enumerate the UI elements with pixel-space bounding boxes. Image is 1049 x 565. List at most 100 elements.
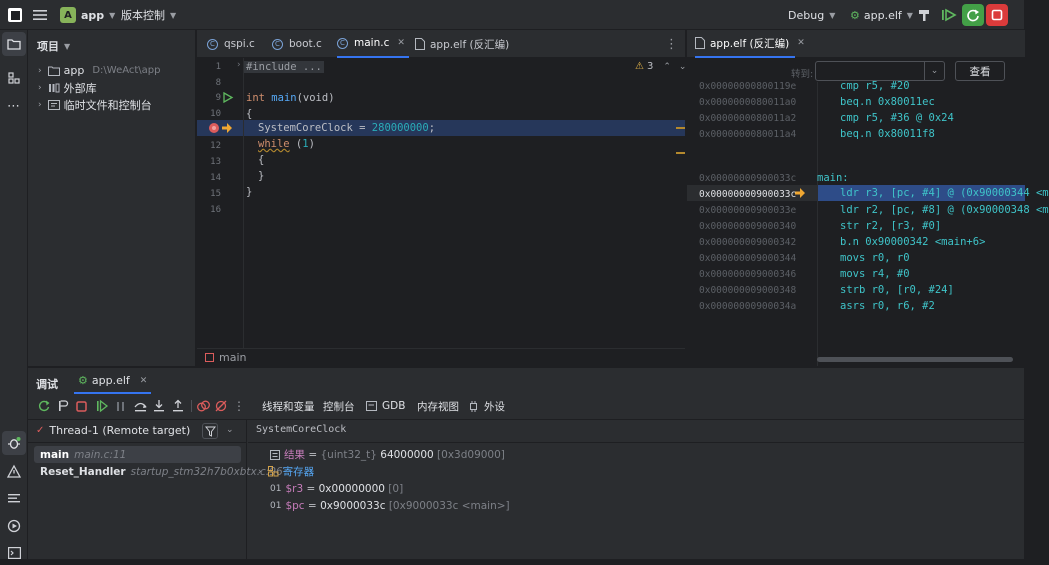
mute-breakpoints-icon[interactable] xyxy=(213,398,229,414)
debug-tool-window: 调试 ⚙ app.elf ✕ ⋮ 线程和变量 控制台 GDB 内存视图 外设 xyxy=(28,367,1024,560)
stack-frame-reset-handler[interactable]: Reset_Handler startup_stm32h7b0xbtx.c:96 xyxy=(40,463,283,480)
reset-icon[interactable] xyxy=(55,398,71,414)
stop-icon[interactable] xyxy=(986,4,1008,26)
disasm-address: 0x000000009000346 xyxy=(699,269,797,280)
variable-eq: = xyxy=(304,499,321,512)
terminal-icon[interactable] xyxy=(2,541,26,565)
step-over-icon[interactable] xyxy=(132,398,148,414)
problems-icon[interactable] xyxy=(2,459,26,483)
disasm-instruction: movs r4, #0 xyxy=(840,268,910,280)
watch-expression-input[interactable]: SystemCoreClock xyxy=(256,424,347,435)
filter-icon[interactable] xyxy=(202,423,218,439)
tab-disasm-view[interactable]: app.elf (反汇编) ✕ xyxy=(695,30,805,58)
disasm-address: 0x000000009000344 xyxy=(699,253,797,264)
variable-name: $r3 xyxy=(285,482,304,495)
goto-button[interactable]: 查看 xyxy=(955,61,1005,81)
warning-icon: ⚠ xyxy=(635,61,644,72)
view-breakpoints-icon[interactable] xyxy=(195,398,211,414)
check-icon: ✓ xyxy=(36,425,45,436)
project-badge: A xyxy=(60,7,76,23)
chevron-down-icon[interactable]: ⌄ xyxy=(924,62,944,80)
code-line-13[interactable]: { xyxy=(258,154,265,166)
subtab-peripherals[interactable]: 外设 xyxy=(468,394,505,418)
run-config-selector[interactable]: Debug ▼ xyxy=(788,0,835,30)
code-line-12[interactable]: while (1) xyxy=(258,138,315,150)
target-selector[interactable]: ⚙ app.elf ▼ xyxy=(850,0,913,30)
disasm-address: 0x0000000080011a2 xyxy=(699,113,797,124)
tree-item-app[interactable]: › app D:\WeAct\app xyxy=(38,62,161,79)
goto-address-input[interactable]: ⌄ xyxy=(815,61,945,81)
variable-row-registers[interactable]: › 寄存器 xyxy=(258,463,314,480)
code-line-11[interactable]: SystemCoreClock = 280000000; xyxy=(258,122,435,134)
close-icon[interactable]: ✕ xyxy=(797,38,805,48)
breadcrumb-item[interactable]: main xyxy=(219,351,247,364)
chip-icon xyxy=(468,400,479,412)
variables-pane: SystemCoreClock 结果 = {uint32_t} 64000000… xyxy=(248,420,1024,560)
subtab-threads-variables[interactable]: 线程和变量 xyxy=(262,394,315,418)
subtab-label: 控制台 xyxy=(323,400,355,413)
project-panel-header[interactable]: 项目 ▼ xyxy=(37,38,70,54)
disasm-instruction: beq.n 0x80011f8 xyxy=(840,128,935,140)
frame-location: main.c:11 xyxy=(74,448,127,461)
tree-item-external-libs[interactable]: › 外部库 xyxy=(38,79,97,96)
resume-icon[interactable] xyxy=(94,398,110,414)
chevron-down-icon: ▼ xyxy=(170,10,177,20)
debug-run-icon[interactable] xyxy=(941,0,957,30)
more-icon[interactable]: ⋮ xyxy=(665,36,678,52)
subtab-memory-view[interactable]: 内存视图 xyxy=(417,394,459,418)
vcs-menu[interactable]: 版本控制 ▼ xyxy=(121,0,176,30)
project-selector[interactable]: A app ▼ xyxy=(60,0,115,30)
horizontal-scrollbar[interactable] xyxy=(817,357,1013,362)
more-icon[interactable]: ⋯ xyxy=(7,98,21,114)
variable-row-r3[interactable]: 01 $r3 = 0x00000000 [0] xyxy=(270,480,403,497)
pause-icon[interactable] xyxy=(113,398,129,414)
tab-disassembly[interactable]: app.elf (反汇编) xyxy=(415,30,509,58)
subtab-gdb[interactable]: GDB xyxy=(366,394,405,418)
tab-qspi[interactable]: C qspi.c xyxy=(207,30,255,58)
fold-icon[interactable]: › xyxy=(237,60,241,70)
warning-stripe[interactable] xyxy=(676,127,685,129)
step-into-icon[interactable] xyxy=(151,398,167,414)
more-icon[interactable]: ⋮ xyxy=(233,399,245,413)
chevron-up-icon[interactable]: ⌃ xyxy=(663,61,671,72)
close-icon[interactable]: ✕ xyxy=(139,375,148,386)
folder-icon[interactable] xyxy=(2,32,26,56)
restart-icon[interactable] xyxy=(962,4,984,26)
todo-icon[interactable] xyxy=(2,486,26,510)
stop-icon[interactable] xyxy=(73,398,89,414)
tree-item-scratches[interactable]: › 临时文件和控制台 xyxy=(38,96,152,113)
breakpoint-icon[interactable] xyxy=(208,122,220,134)
variable-type: {uint32_t} xyxy=(320,448,381,461)
inspection-widget[interactable]: ⚠ 3 ⌃ ⌄ xyxy=(635,61,686,72)
chevron-down-icon[interactable]: ⌄ xyxy=(226,425,234,435)
variable-row-result[interactable]: 结果 = {uint32_t} 64000000 [0x3d09000] xyxy=(270,446,505,463)
disasm-address: 0x0000000080011a4 xyxy=(699,129,797,140)
folded-include[interactable]: #include ... xyxy=(244,61,324,73)
step-out-icon[interactable] xyxy=(170,398,186,414)
code-line-15[interactable]: } xyxy=(246,186,253,198)
bug-icon[interactable] xyxy=(2,431,26,455)
subtab-console[interactable]: 控制台 xyxy=(323,394,355,418)
close-icon[interactable]: ✕ xyxy=(397,38,405,48)
menu-icon[interactable] xyxy=(33,0,47,30)
stack-frame-main[interactable]: main main.c:11 xyxy=(34,446,241,463)
chevron-down-icon[interactable]: ⌄ xyxy=(678,61,687,72)
variable-row-pc[interactable]: 01 $pc = 0x9000033c [0x9000033c <main>] xyxy=(270,497,510,514)
warning-stripe[interactable] xyxy=(676,152,685,154)
rerun-icon[interactable] xyxy=(36,398,52,414)
code-editor: C qspi.c C boot.c C main.c ✕ app.elf (反汇… xyxy=(197,30,686,366)
run-gutter-icon[interactable] xyxy=(223,91,234,104)
code-line-10[interactable]: { xyxy=(246,108,253,120)
structure-icon[interactable] xyxy=(2,66,26,90)
target-icon: ⚙ xyxy=(78,374,88,387)
thread-selector[interactable]: ✓ Thread-1 (Remote target) xyxy=(36,424,190,437)
tab-main[interactable]: C main.c ✕ xyxy=(337,30,409,58)
hammer-icon[interactable] xyxy=(918,0,932,30)
disasm-address: 0x000000009000340 xyxy=(699,221,797,232)
binary-file-icon xyxy=(415,38,425,50)
tab-boot[interactable]: C boot.c xyxy=(272,30,322,58)
code-line-9[interactable]: int main(void) xyxy=(246,92,335,104)
services-icon[interactable] xyxy=(2,514,26,538)
code-line-14[interactable]: } xyxy=(258,170,265,182)
debug-session-tab[interactable]: ⚙ app.elf ✕ xyxy=(74,369,152,394)
